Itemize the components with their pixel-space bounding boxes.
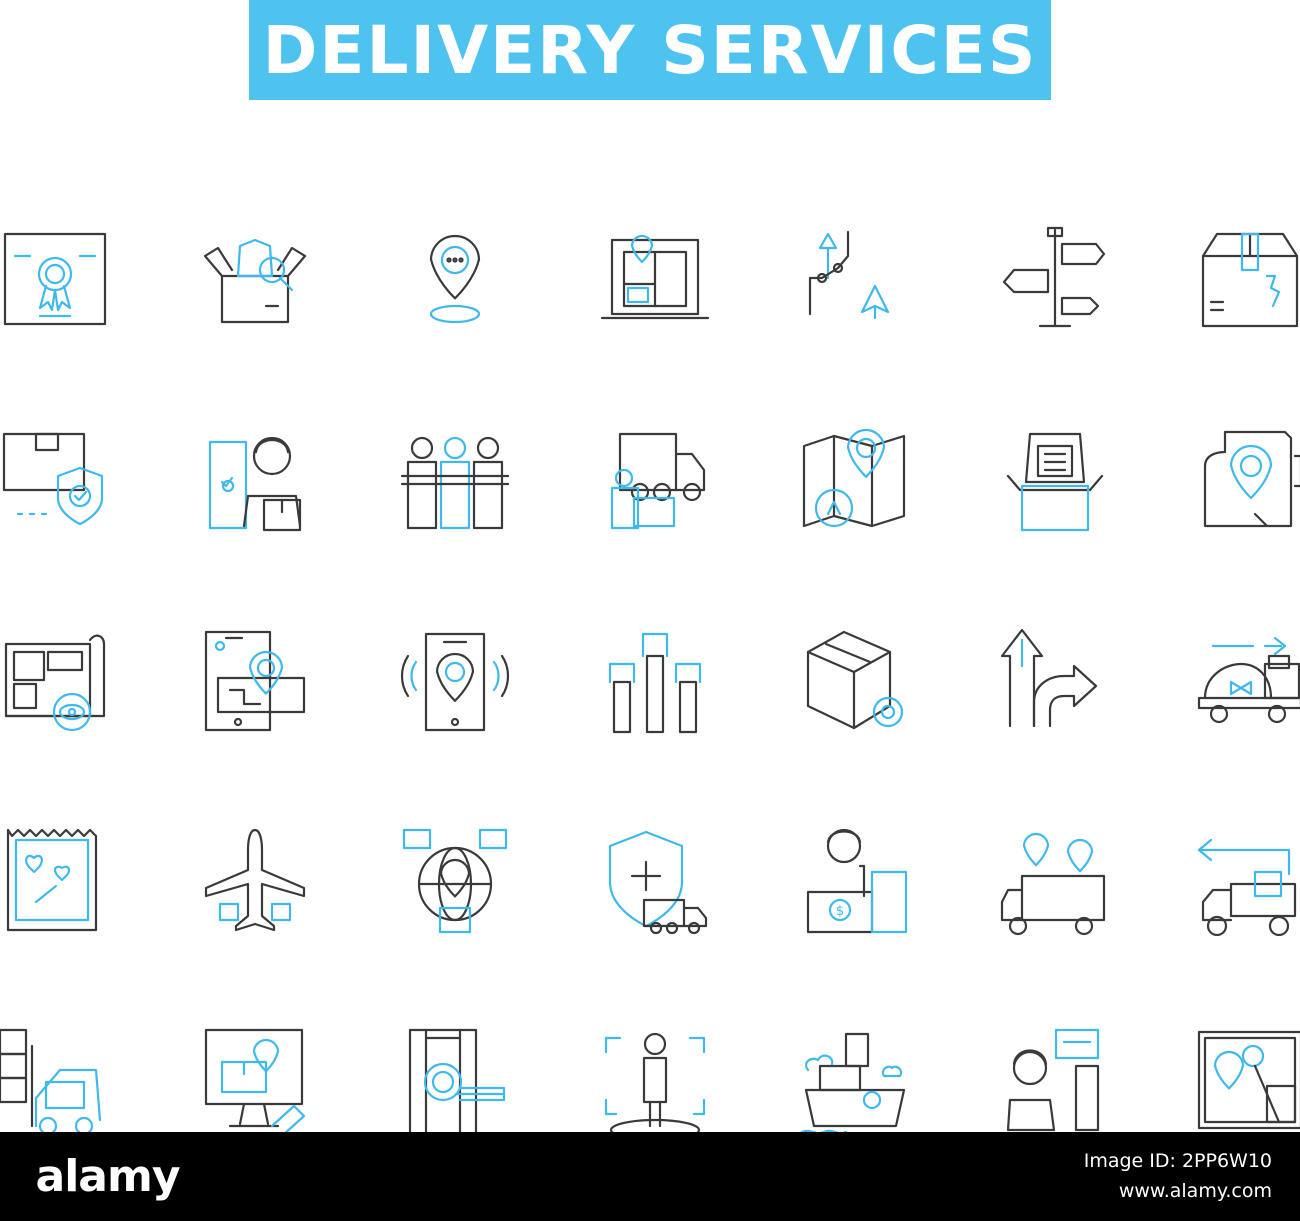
signpost-icon xyxy=(1000,226,1110,336)
image-id: Image ID: 2PP6W10 xyxy=(1083,1150,1272,1172)
page-title: DELIVERY SERVICES xyxy=(262,11,1038,89)
phone-map-pin-icon xyxy=(200,626,310,736)
svg-text:$: $ xyxy=(836,904,844,919)
route-pin-icon xyxy=(1195,426,1300,536)
person-target-icon xyxy=(600,1026,710,1136)
cargo-plane-icon xyxy=(200,826,310,936)
forklift-icon xyxy=(0,1026,110,1136)
package-search-icon xyxy=(200,226,310,336)
title-banner: DELIVERY SERVICES xyxy=(249,0,1051,100)
icon-grid: $ xyxy=(0,226,1300,1136)
phone-search-icon xyxy=(400,1026,510,1136)
open-box-icon xyxy=(1000,426,1110,536)
return-truck-icon xyxy=(1195,826,1300,936)
package-protection-icon xyxy=(0,426,110,536)
site-url[interactable]: www.alamy.com xyxy=(1118,1180,1272,1202)
footer-bar: alamy Image ID: 2PP6W10 www.alamy.com xyxy=(0,1132,1300,1221)
phone-location-icon xyxy=(400,626,510,736)
truck-locations-icon xyxy=(1000,826,1110,936)
footer-meta: Image ID: 2PP6W10 www.alamy.com xyxy=(1084,1146,1272,1206)
map-compass-icon xyxy=(800,426,910,536)
cargo-ship-icon xyxy=(800,1026,910,1136)
blueprint-view-icon xyxy=(0,626,110,736)
route-arrows-icon xyxy=(800,226,910,336)
tablet-map-icon xyxy=(1195,1026,1300,1136)
computer-tracking-icon xyxy=(200,1026,310,1136)
map-pin-icon xyxy=(400,226,510,336)
courier-truck-icon xyxy=(600,426,710,536)
delivery-team-icon xyxy=(400,426,510,536)
global-shipping-icon xyxy=(400,826,510,936)
split-arrows-icon xyxy=(1000,626,1110,736)
food-delivery-truck-icon xyxy=(1195,626,1300,736)
brand-logo[interactable]: alamy xyxy=(35,1151,181,1202)
courier-payment-icon: $ xyxy=(800,826,910,936)
customer-support-icon xyxy=(1000,1026,1110,1136)
courier-checklist-icon xyxy=(200,426,310,536)
package-tape-icon xyxy=(800,626,910,736)
fragile-box-icon xyxy=(1195,226,1300,336)
raised-hands-icon xyxy=(600,626,710,736)
gift-bag-icon xyxy=(0,826,110,936)
laptop-map-icon xyxy=(600,226,710,336)
shield-truck-icon xyxy=(600,826,710,936)
certificate-icon xyxy=(0,226,110,336)
